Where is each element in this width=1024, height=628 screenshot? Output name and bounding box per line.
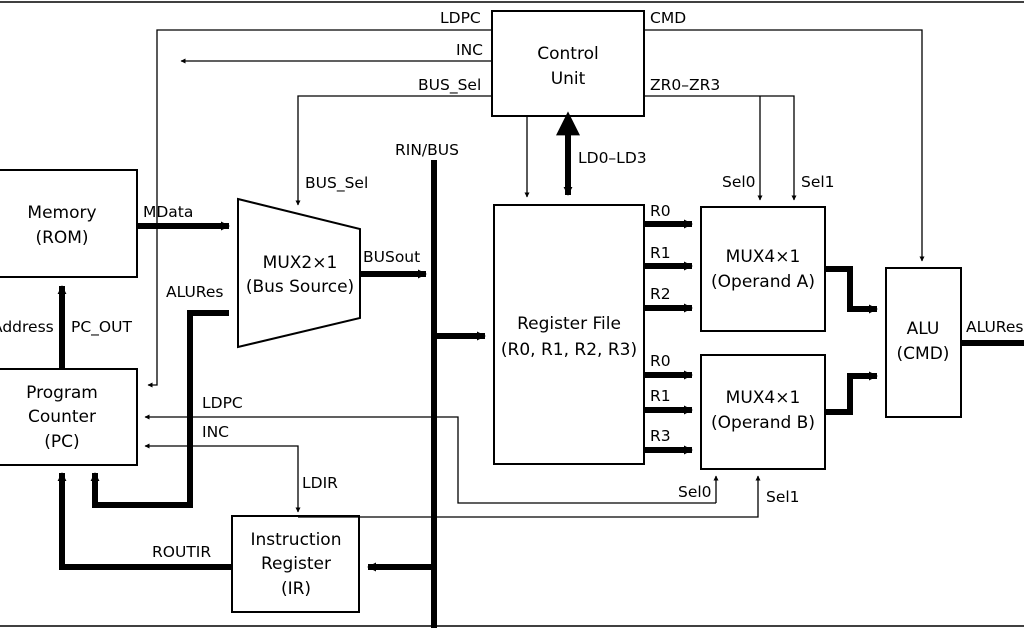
label-cmd: CMD (650, 9, 686, 27)
label-ra1: R1 (650, 244, 671, 262)
memory-subtitle: (ROM) (35, 228, 88, 248)
cmd-line (644, 29, 925, 262)
label-inc-pc: INC (202, 423, 229, 441)
mux2-block: MUX2×1 (Bus Source) (237, 197, 361, 349)
label-rin-bus: RIN/BUS (395, 141, 459, 159)
label-sel1-a: Sel1 (801, 173, 835, 191)
label-routir: ROUTIR (152, 543, 211, 561)
pc-title-2: Counter (28, 407, 96, 427)
muxa-to-alu-line (825, 266, 878, 314)
control-title-2: Unit (551, 69, 586, 89)
label-ra0: R0 (650, 202, 671, 220)
ldpc-control-line (147, 29, 492, 388)
mux-a-block: MUX4×1 (Operand A) (700, 206, 826, 332)
ir-title-3: (IR) (281, 579, 311, 599)
label-ldir: LDIR (302, 474, 338, 492)
label-address: Address (0, 318, 54, 336)
muxb-subtitle: (Operand B) (711, 413, 815, 433)
muxb-title: MUX4×1 (726, 388, 801, 408)
alu-block: ALU (CMD) (885, 267, 962, 418)
label-rb3: R3 (650, 427, 671, 445)
muxb-to-alu-line (825, 371, 878, 415)
label-alures-in: ALURes (166, 283, 224, 301)
control-unit-block: Control Unit (491, 10, 645, 117)
muxa-title: MUX4×1 (726, 247, 801, 267)
label-alures-out: ALURes (966, 318, 1024, 336)
program-counter-block: Program Counter (PC) (0, 368, 138, 466)
pc-title-3: (PC) (44, 432, 79, 452)
label-pc-out: PC_OUT (71, 318, 132, 337)
mux2-subtitle: (Bus Source) (246, 277, 354, 297)
mux2-title: MUX2×1 (263, 253, 338, 273)
register-file-block: Register File (R0, R1, R2, R3) (493, 204, 645, 465)
memory-title: Memory (27, 203, 96, 223)
sel1-b-line (298, 475, 761, 518)
label-busout: BUSout (363, 248, 420, 266)
inc-pc-line (144, 443, 299, 508)
label-ld: LD0–LD3 (578, 149, 647, 167)
label-rb0: R0 (650, 352, 671, 370)
alu-title: ALU (907, 319, 940, 339)
ir-title-1: Instruction (251, 530, 342, 550)
muxa-subtitle: (Operand A) (711, 272, 815, 292)
label-sel0-a: Sel0 (722, 173, 756, 191)
alu-subtitle: (CMD) (897, 344, 950, 364)
label-mdata: MData (143, 203, 193, 221)
label-ldpc-pc: LDPC (202, 394, 243, 412)
instruction-register-block: Instruction Register (IR) (231, 515, 360, 613)
regfile-subtitle: (R0, R1, R2, R3) (501, 340, 637, 360)
label-sel1-b: Sel1 (766, 488, 800, 506)
label-inc-top: INC (456, 41, 483, 59)
zr-sel1-line (644, 95, 797, 201)
label-bus-sel-mux: BUS_Sel (305, 174, 368, 193)
label-sel0-b: Sel0 (678, 483, 712, 501)
label-ra2: R2 (650, 285, 671, 303)
label-bus-sel-top: BUS_Sel (418, 76, 481, 95)
memory-block: Memory (ROM) (0, 169, 138, 278)
control-title-1: Control (537, 44, 598, 64)
label-rb1: R1 (650, 387, 671, 405)
mux-b-block: MUX4×1 (Operand B) (700, 354, 826, 470)
pc-title-1: Program (26, 383, 98, 403)
bus-sel-line (295, 95, 492, 206)
ldpc-pc-line (144, 414, 716, 504)
label-ldpc-top: LDPC (440, 9, 481, 27)
alures-feedback-line (90, 310, 229, 508)
label-zr: ZR0–ZR3 (650, 76, 720, 94)
routir-line (57, 472, 232, 570)
ir-title-2: Register (261, 554, 331, 574)
regfile-title: Register File (517, 314, 621, 334)
